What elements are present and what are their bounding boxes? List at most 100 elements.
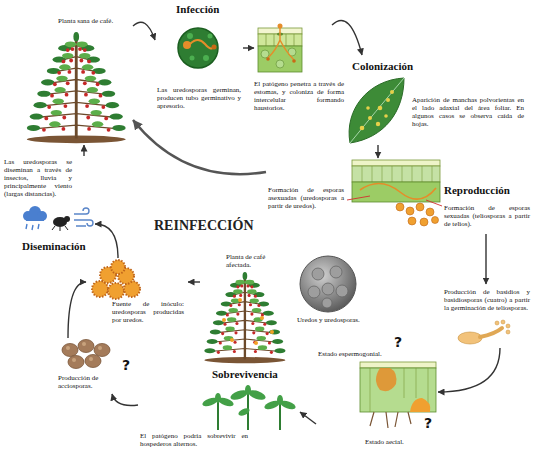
sem-uredos-part-part: [312, 268, 324, 280]
penetration-section-part: [278, 24, 283, 29]
cycle-arrow: [112, 394, 138, 406]
stage-group: ColonizaciónAparición de manchas polvori…: [348, 55, 526, 145]
rust-leaf-part: [350, 78, 404, 143]
affected-coffee-plant-part-part: [260, 316, 264, 320]
spermogonial-section-part: [360, 368, 436, 412]
affected-coffee-plant-part: [222, 298, 274, 345]
infection-circle-part: [187, 33, 193, 39]
sem-uredos-part: [300, 256, 356, 312]
stage-group: Planta de café afectada.: [200, 252, 290, 364]
penetration-section-part: [258, 46, 302, 72]
reproduction-section-part-part: [420, 218, 428, 226]
stage-group: Planta sana de café.: [15, 15, 133, 145]
reproduction-section-part: [352, 160, 440, 166]
affected-coffee-plant-part-part: [270, 330, 274, 334]
cycle-arrow: [133, 22, 155, 40]
affected-coffee-plant-part: [204, 272, 285, 363]
reproduction-section-part: [360, 183, 436, 199]
question-mark: ?: [394, 335, 406, 350]
spermogonial-section-part: [360, 362, 436, 368]
acciospores-part-part: [82, 342, 86, 346]
sem-uredos-part-part: [322, 283, 334, 295]
rust-leaf-part-part: [376, 122, 380, 126]
cycle-arrow: [95, 224, 118, 258]
rust-leaf-part-part: [360, 126, 365, 131]
affected-coffee-plant: [204, 272, 285, 363]
alternate-host-seedlings-part-part: [215, 393, 221, 403]
cycle-arrow: [485, 234, 486, 284]
spermogonial-section-part: [370, 412, 411, 428]
acciospores: [62, 340, 110, 369]
cycle-arrow: [377, 145, 378, 158]
infection-circle-part: [203, 55, 209, 61]
acciospores-part-part: [89, 357, 93, 361]
uredospore-pile: [92, 260, 140, 299]
cycle-arrow: [83, 145, 84, 156]
basidium: [458, 320, 510, 344]
reproduction-section-part: [352, 182, 440, 202]
sem-uredos-part-part: [330, 266, 342, 278]
dissemination-icons-part: [52, 226, 68, 231]
question-mark: ?: [122, 358, 134, 373]
basidium-part-part: [495, 321, 499, 325]
dissemination-icons: [23, 206, 93, 231]
penetration-section-part: [276, 60, 284, 68]
cycle-arrow: [188, 281, 200, 282]
infection-circle-part: [208, 34, 213, 39]
cycle-arrow: [438, 348, 500, 392]
edge-label: REINFECCIÓN: [152, 218, 256, 234]
acciospores-part-part: [66, 346, 70, 350]
reproduction-section-part: [352, 166, 440, 182]
stage-group: Uredos y uredosporas.: [296, 252, 364, 330]
stage-group: Producción de acciosporas.?: [56, 338, 136, 394]
healthy-coffee-plant-part: [27, 32, 126, 143]
acciospores-part-part: [85, 355, 101, 368]
description-text: El patógeno podría sobrevivir en hospede…: [140, 432, 248, 448]
healthy-coffee-plant: [27, 32, 126, 143]
rust-leaf-part: [360, 90, 394, 130]
stage-group: Producción de basidios y basidiosporas (…: [442, 284, 531, 348]
basidium-part-part: [506, 324, 510, 328]
spermogonial-section-part: [376, 368, 396, 391]
penetration-section: [258, 24, 302, 73]
caption-text: Producción de acciosporas.: [58, 374, 122, 390]
rust-leaf-part: [349, 78, 404, 143]
reproduction-section-part-part: [432, 217, 439, 224]
stage-heading: Infección: [176, 3, 236, 16]
reproduction-section-part: [362, 166, 432, 182]
penetration-section-part: [292, 59, 296, 63]
acciospores-part: [66, 342, 102, 362]
alternate-host-seedlings-part-part: [277, 395, 283, 405]
sem-uredos-part-part: [308, 286, 320, 298]
acciospores-part-part: [68, 356, 84, 369]
affected-coffee-plant-part-part: [230, 338, 234, 342]
reproduction-section-part-part: [416, 203, 424, 211]
alternate-host-seedlings-part-part: [237, 407, 250, 418]
stage-heading: Sobrevivencia: [212, 368, 296, 381]
reproduction-section-part: [396, 203, 439, 226]
infection-circle-part: [212, 45, 217, 50]
reproduction-section-part: [426, 200, 442, 206]
dissemination-icons-part: [26, 215, 44, 221]
cycle-arrow: [332, 20, 362, 55]
alternate-host-seedlings-part-part: [245, 385, 251, 395]
caption-text: Estado espermogonial.: [318, 350, 390, 358]
description-text: Las uredosporas germinan, producen tubo …: [157, 86, 241, 110]
acciospores-part-part: [62, 344, 78, 357]
caption-text: Estado aecial.: [365, 438, 425, 446]
dissemination-icons-part: [26, 224, 39, 230]
penetration-section-part: [261, 50, 269, 58]
affected-coffee-plant-part-part: [222, 318, 226, 322]
stage-group: Fuente de inóculo: uredosporas producida…: [86, 258, 188, 326]
description-text: Fuente de inóculo: uredosporas producida…: [112, 300, 184, 324]
uredospore-pile-part-part: [108, 283, 124, 299]
reproduction-section-part-part: [408, 217, 416, 225]
description-text: Las uredosporas se diseminan a través de…: [4, 158, 72, 198]
affected-coffee-plant-part-part: [254, 341, 258, 345]
infection-circle-part: [190, 56, 195, 61]
infection-circle: [178, 28, 218, 68]
reproduction-section: [347, 160, 442, 226]
stage-group: Estado espermogonial.? Estado aecial.?: [316, 334, 438, 452]
question-mark: ?: [424, 416, 436, 431]
